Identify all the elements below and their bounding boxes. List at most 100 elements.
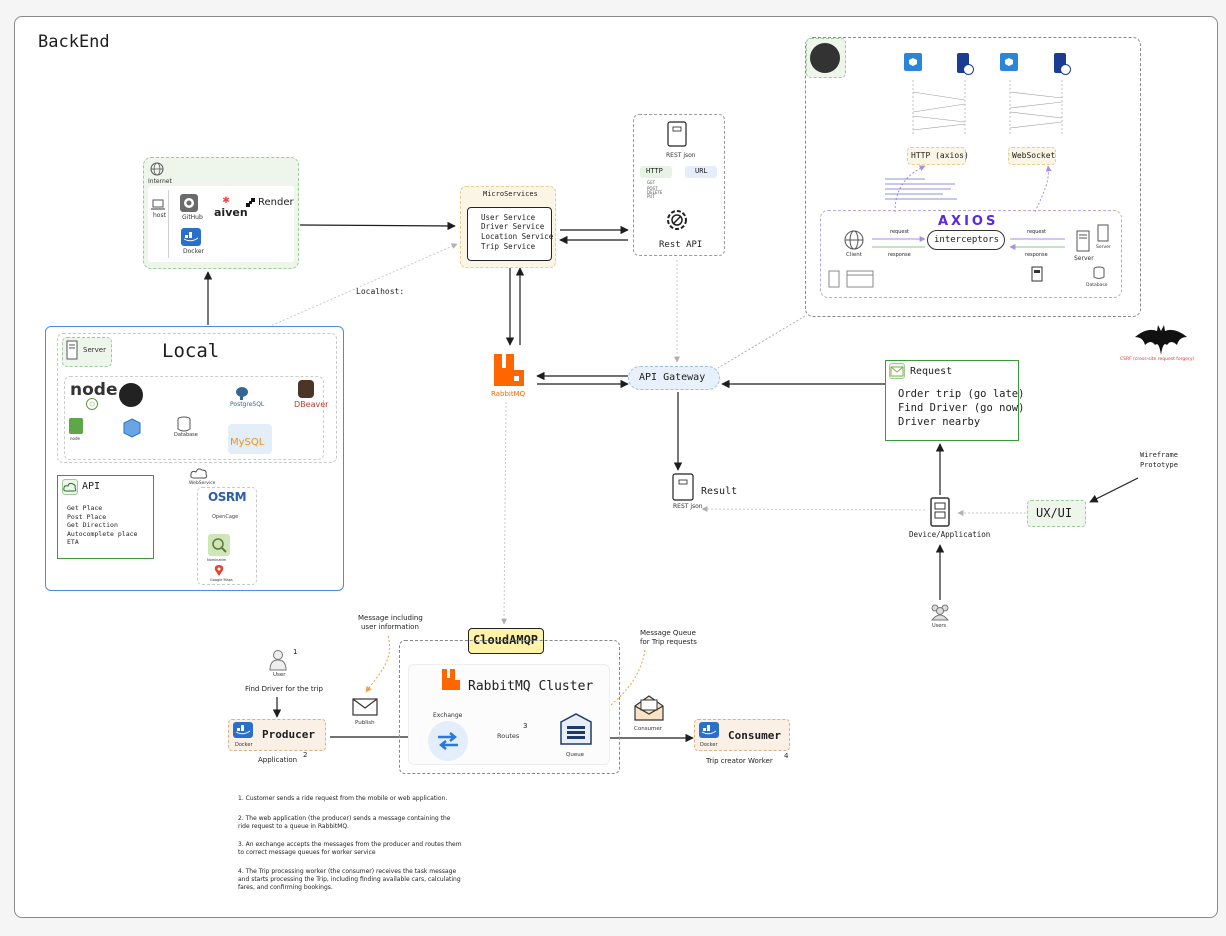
api-item-eta: ETA xyxy=(67,538,79,546)
browser-window-icon xyxy=(846,270,874,288)
http-chip xyxy=(640,166,672,178)
server-tower-icon xyxy=(1076,230,1090,252)
google-maps-label: Google Maps xyxy=(210,578,233,582)
step-number-3: 3 xyxy=(523,722,528,730)
local-title: Local xyxy=(162,340,220,362)
rest-json-icon xyxy=(666,120,688,148)
ux-ui-box xyxy=(1027,500,1086,527)
consumer-label: Consumer xyxy=(728,729,781,742)
websocket-chip xyxy=(1008,147,1056,165)
routes-label: Routes xyxy=(497,732,520,740)
client-monitor-icon-1 xyxy=(904,53,922,71)
dbeaver-icon xyxy=(298,380,314,398)
rabbitmq-cluster-icon xyxy=(441,668,461,692)
sequelize-icon xyxy=(122,418,142,438)
webservice-label: WebService xyxy=(189,481,216,486)
cloudamqp-group xyxy=(399,640,620,774)
client-globe-icon xyxy=(844,230,864,250)
api-item-get-place: Get Place xyxy=(67,504,103,512)
response-arrow-label-2: response xyxy=(1025,252,1048,258)
method-get: GET xyxy=(647,180,656,185)
arrow-wireframe-ux xyxy=(1089,477,1139,503)
server-label: Server xyxy=(83,346,106,354)
service-trip: Trip Service xyxy=(481,242,536,251)
node-logo: node xyxy=(70,380,118,400)
microservices-list xyxy=(467,207,552,261)
microservices-header: MicroServices xyxy=(483,190,538,198)
service-driver: Driver Service xyxy=(481,222,545,231)
user-step-number: 1 xyxy=(293,648,298,656)
prototype-label: Prototype xyxy=(1140,461,1178,469)
interceptors-pill xyxy=(927,230,1005,250)
arrow-message-note xyxy=(365,635,390,693)
request-box xyxy=(885,360,1019,441)
arrow-websocket xyxy=(1034,165,1052,213)
rabbitmq-label: RabbitMQ xyxy=(491,390,526,398)
server-globe-icon-1 xyxy=(963,64,974,75)
small-tower-icon xyxy=(828,270,840,288)
consumer-small-label: Consumer xyxy=(634,726,663,732)
nominatim-magnifier-icon xyxy=(208,534,230,556)
websocket-label: WebSocket xyxy=(1012,151,1056,160)
localhost-label: Localhost: xyxy=(356,287,405,296)
server-tower-icon-2 xyxy=(1097,224,1109,242)
server-tower-label-2: Server xyxy=(1096,245,1111,250)
node-version-icon: ⬡ xyxy=(86,398,98,410)
doc-icon xyxy=(1031,266,1043,282)
google-maps-pin-icon xyxy=(214,565,224,577)
github-icon xyxy=(180,194,198,212)
github-label: GitHub xyxy=(182,214,203,221)
request-order-trip: Order trip (go late) xyxy=(898,388,1025,400)
arrow-rabbit-cloudamqp xyxy=(501,401,508,625)
db-cylinder-label: Database xyxy=(1086,283,1108,288)
worker-label: Trip creator Worker xyxy=(706,757,773,765)
url-label: URL xyxy=(695,167,708,175)
envelope-icon xyxy=(352,698,378,716)
sequence-diagram-websocket xyxy=(1009,80,1063,135)
mail-icon xyxy=(890,365,904,377)
sequence-diagram-http xyxy=(912,80,966,135)
method-delete: DELETE xyxy=(647,190,663,195)
axios-panel xyxy=(805,37,1141,317)
csrf-label: CSRF (cross-site request forgery) xyxy=(1120,357,1195,362)
message-note-line2: user information xyxy=(361,623,419,631)
rest-json-label: REST json xyxy=(666,152,696,159)
globe-icon xyxy=(150,162,164,176)
rabbitmq-cluster-title: RabbitMQ Cluster xyxy=(468,679,594,694)
rabbitmq-logo-icon xyxy=(492,352,526,388)
users-icon xyxy=(929,602,951,622)
service-user: User Service xyxy=(481,213,536,222)
line-axios-gateway xyxy=(717,315,806,369)
arrow-internet-microservices xyxy=(299,221,456,231)
producer-docker-icon xyxy=(233,722,253,738)
internet-label: Internet xyxy=(148,178,172,185)
api-gateway xyxy=(628,366,720,390)
queue-icon xyxy=(557,712,595,746)
interceptors-label: interceptors xyxy=(934,235,1000,245)
result-label: Result xyxy=(701,486,738,497)
producer-label: Producer xyxy=(262,728,315,741)
users-label: Users xyxy=(932,623,947,629)
step-note-2: 2. The web application (the producer) se… xyxy=(238,815,451,830)
ux-ui-label: UX/UI xyxy=(1036,506,1073,520)
cloud-icon xyxy=(190,467,208,479)
bat-icon xyxy=(1133,323,1189,357)
opencage-label: OpenCage xyxy=(212,514,239,520)
step-note-1: 1. Customer sends a ride request from th… xyxy=(238,795,448,802)
http-axios-chip xyxy=(907,147,966,165)
internet-divider xyxy=(168,190,169,258)
rest-api-label: Rest API xyxy=(659,240,703,250)
docker-icon xyxy=(181,228,201,246)
step-note-3: 3. An exchange accepts the messages from… xyxy=(238,841,462,856)
host-label: host xyxy=(153,212,166,219)
user-label: User xyxy=(273,672,286,678)
producer-docker-label: Docker xyxy=(235,742,253,748)
client-monitor-icon-2 xyxy=(1000,53,1018,71)
user-icon xyxy=(269,649,287,671)
page-title: BackEnd xyxy=(38,32,110,52)
step-note-4: 4. The Trip processing worker (the consu… xyxy=(238,868,461,891)
internet-inner xyxy=(148,186,294,262)
application-step-number: 2 xyxy=(303,751,308,759)
cloudamqp-badge xyxy=(468,628,544,654)
express-icon xyxy=(119,383,143,407)
